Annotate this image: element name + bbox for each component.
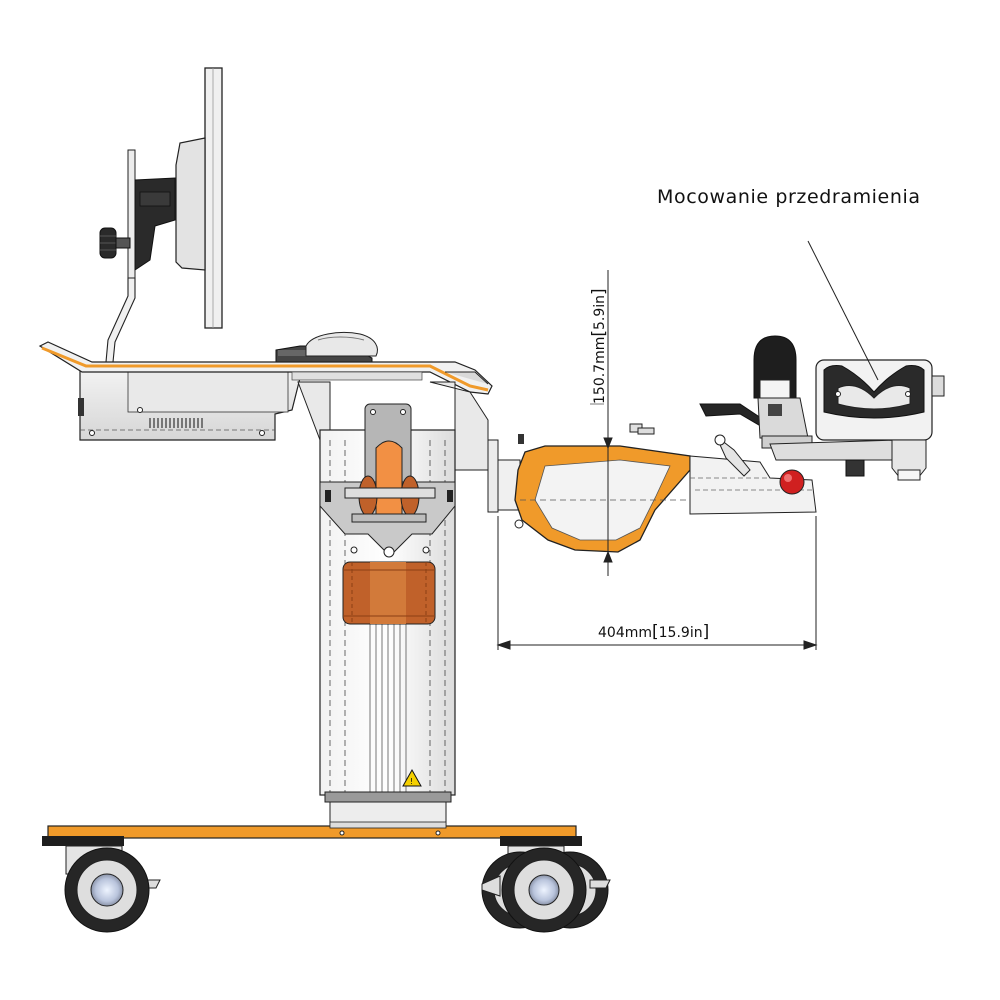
dimension-horizontal-value: 404mm — [598, 625, 652, 641]
elbow-support — [699, 335, 813, 449]
motor — [342, 561, 436, 625]
pivot-mechanism — [319, 403, 456, 558]
forearm-attachment — [487, 423, 817, 553]
callout-leader — [807, 240, 879, 381]
vent-grille — [149, 418, 203, 428]
warning-icon: ! — [402, 768, 422, 787]
forearm-cuff-label: Mocowanie przedramienia — [657, 186, 921, 208]
dimension-vertical-label: 150.7mm[5.9in] — [589, 288, 609, 404]
dimension-vertical — [590, 270, 613, 576]
dimension-vertical-value: 150.7mm — [592, 336, 608, 404]
tilt-knob-icon — [99, 227, 131, 259]
dimension-horizontal-label: 404mm[15.9in] — [598, 622, 710, 642]
mouse — [305, 332, 378, 357]
dimension-horizontal — [496, 516, 818, 650]
monitor-bracket — [127, 149, 136, 279]
base — [42, 821, 582, 846]
monitor-back — [175, 137, 206, 271]
caster-left — [64, 845, 161, 933]
desk-edge-trim — [41, 346, 489, 392]
desk — [38, 341, 493, 441]
monitor — [99, 67, 223, 363]
forearm-cuff — [769, 359, 945, 481]
caster-right — [481, 845, 611, 933]
clamp-knob-icon — [518, 423, 655, 444]
monitor-arm — [105, 277, 136, 363]
svg-text:!: ! — [410, 777, 413, 786]
dimension-vertical-alt: 5.9in — [592, 294, 608, 330]
dimension-horizontal-alt: 15.9in — [658, 625, 703, 641]
base-plate — [47, 825, 577, 839]
monitor-screen — [204, 67, 223, 329]
